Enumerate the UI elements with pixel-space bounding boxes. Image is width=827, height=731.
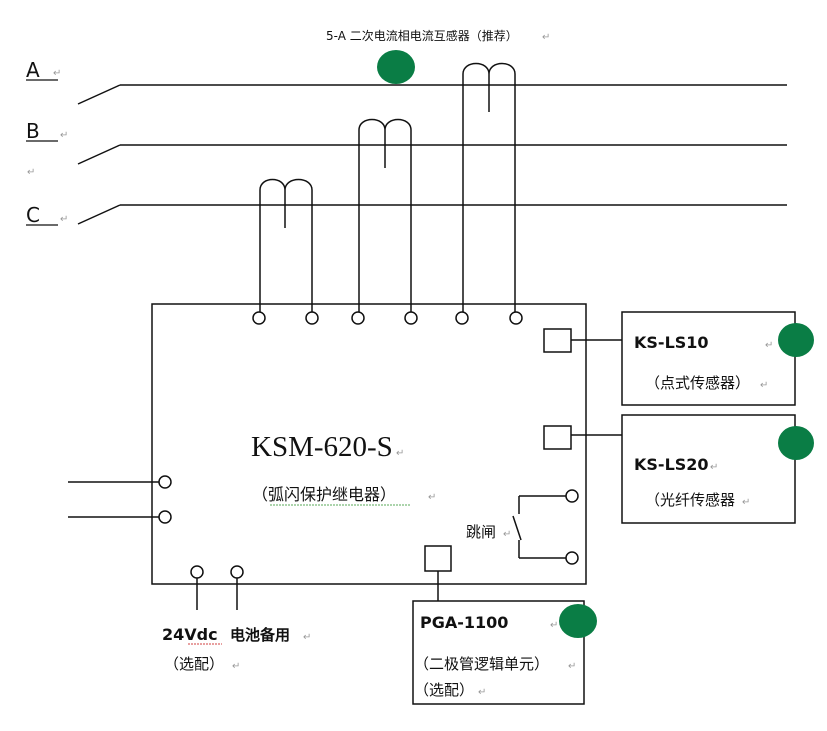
- indicator-dot: [559, 604, 597, 638]
- ct-terminal: [305, 311, 319, 325]
- trip-terminal: [565, 551, 579, 565]
- ct-note: 5-A 二次电流相电流互感器（推荐）: [326, 28, 518, 43]
- ct-terminal: [455, 311, 469, 325]
- logic-unit-port: [424, 545, 452, 572]
- relay-box: [151, 303, 587, 585]
- sensor-port-1: [543, 328, 572, 353]
- return-mark: ↵: [303, 632, 311, 643]
- return-mark: ↵: [550, 620, 558, 631]
- return-mark: ↵: [27, 167, 35, 178]
- input-terminal: [158, 475, 172, 489]
- phase-label-b: B: [26, 119, 40, 143]
- return-mark: ↵: [710, 462, 718, 473]
- power-note: （选配）: [164, 656, 224, 673]
- indicator-dot: [778, 323, 814, 357]
- current-transformer-b: [358, 118, 412, 312]
- busbar-c: [77, 204, 787, 225]
- sensor-box-ks-ls20: [621, 414, 796, 524]
- sensor-box-ks-ls10: [621, 311, 796, 406]
- power-backup: 电池备用: [230, 626, 290, 644]
- trip-contact: [512, 495, 567, 559]
- phase-label-c: C: [26, 203, 40, 227]
- ct-terminal: [252, 311, 266, 325]
- relay-description: （弧闪保护继电器）: [252, 486, 396, 504]
- sensor-1-model: KS-LS10: [634, 333, 709, 352]
- indicator-dot: [377, 50, 415, 84]
- power-terminal: [230, 565, 244, 579]
- power-terminal: [190, 565, 204, 579]
- return-mark: ↵: [428, 492, 436, 503]
- relay-model: KSM-620-S: [251, 431, 393, 463]
- phase-label-a: A: [26, 58, 40, 82]
- sensor-2-model: KS-LS20: [634, 455, 709, 474]
- power-voltage: 24Vdc: [162, 625, 218, 644]
- busbar-a: [77, 84, 787, 105]
- current-transformer-a: [462, 62, 516, 312]
- current-transformer-c: [259, 178, 313, 312]
- return-mark: ↵: [53, 68, 61, 79]
- return-mark: ↵: [478, 687, 486, 698]
- return-mark: ↵: [503, 529, 511, 540]
- return-mark: ↵: [742, 497, 750, 508]
- sensor-port-2: [543, 425, 572, 450]
- return-mark: ↵: [568, 661, 576, 672]
- return-mark: ↵: [60, 214, 68, 225]
- indicator-dot: [778, 426, 814, 460]
- ct-terminal: [404, 311, 418, 325]
- sensor-2-description: （光纤传感器: [645, 492, 735, 509]
- busbar-b: [77, 144, 787, 165]
- input-terminal: [158, 510, 172, 524]
- return-mark: ↵: [765, 340, 773, 351]
- return-mark: ↵: [760, 380, 768, 391]
- trip-terminal: [565, 489, 579, 503]
- logic-unit-model: PGA-1100: [420, 613, 508, 632]
- trip-label: 跳闸: [466, 524, 496, 541]
- logic-unit-description: （二极管逻辑单元）: [414, 656, 549, 673]
- ct-terminal: [351, 311, 365, 325]
- logic-unit-box: [412, 600, 585, 705]
- return-mark: ↵: [60, 130, 68, 141]
- return-mark: ↵: [396, 448, 404, 459]
- return-mark: ↵: [542, 32, 550, 43]
- logic-unit-note: （选配）: [414, 682, 474, 699]
- ct-terminal: [509, 311, 523, 325]
- return-mark: ↵: [232, 661, 240, 672]
- sensor-1-description: （点式传感器）: [645, 375, 750, 392]
